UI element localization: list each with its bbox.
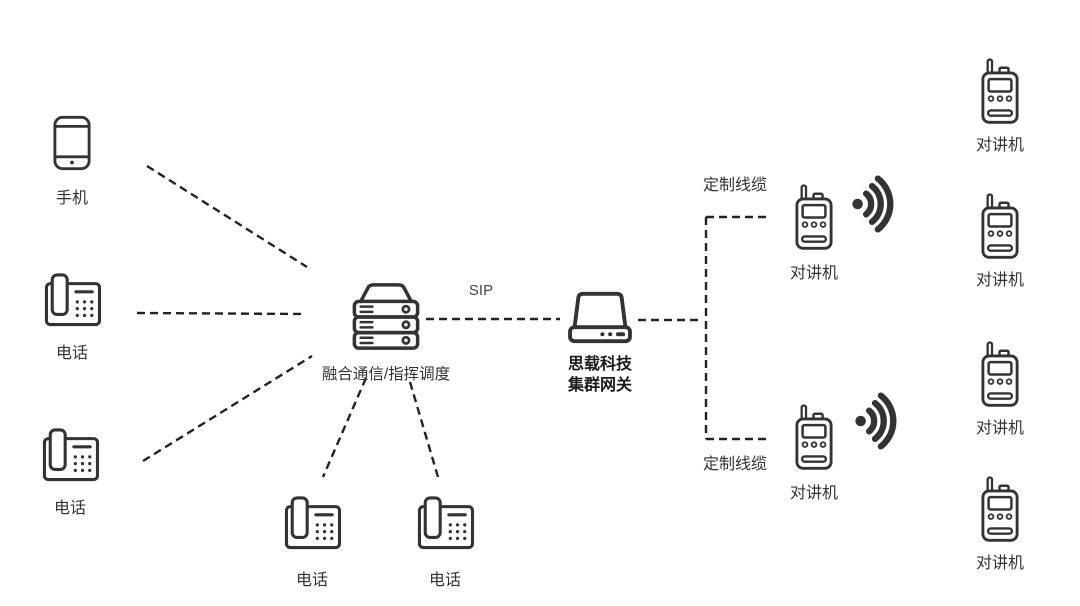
end-walkie-3-label: 对讲机 — [975, 420, 1024, 437]
left-phone-2-node: 电话 — [38, 428, 102, 518]
walkie-talkie-icon — [981, 476, 1019, 542]
server-icon — [352, 283, 420, 350]
end-walkie-4-node: 对讲机 — [970, 475, 1030, 573]
left-phone-2-label: 电话 — [53, 500, 86, 517]
end-walkie-2-label: 对讲机 — [975, 272, 1024, 289]
mobile-label: 手机 — [55, 190, 88, 207]
desk-phone-icon — [44, 273, 102, 327]
walkie-talkie-icon — [981, 193, 1019, 259]
wireless-signal-icon — [852, 385, 910, 457]
custom-cable-label-top: 定制线缆 — [703, 177, 768, 194]
link-mobile-server — [146, 164, 308, 269]
end-walkie-2-node: 对讲机 — [970, 192, 1030, 290]
custom-cable-label-bottom: 定制线缆 — [703, 456, 768, 473]
bottom-phone-1-label: 电话 — [295, 572, 328, 589]
gateway-subtitle: 集群网关 — [567, 377, 632, 394]
link-server-bottom-phone1 — [321, 377, 368, 478]
sip-link-label: SIP — [468, 282, 494, 299]
desk-phone-icon — [42, 428, 100, 482]
left-phone-1-node: 电话 — [40, 273, 104, 363]
smartphone-icon — [53, 115, 91, 171]
bottom-phone-1-node: 电话 — [280, 496, 344, 590]
gateway-node: 思载科技 集群网关 — [560, 289, 640, 396]
bottom-phone-2-label: 电话 — [428, 572, 461, 589]
walkie-talkie-icon — [981, 341, 1019, 407]
relay-walkie-bottom-node: 对讲机 — [784, 403, 844, 503]
gateway-title-block: 思载科技 集群网关 — [568, 354, 632, 396]
walkie-talkie-icon — [981, 58, 1019, 124]
server-label: 融合通信/指挥调度 — [321, 366, 451, 383]
desk-phone-icon — [417, 496, 475, 550]
mobile-node: 手机 — [40, 114, 104, 208]
relay-walkie-top-node: 对讲机 — [784, 183, 844, 283]
gateway-icon — [568, 291, 632, 344]
end-walkie-4-label: 对讲机 — [975, 555, 1024, 572]
link-server-bottom-phone2 — [408, 381, 440, 478]
wireless-signal-icon — [849, 168, 907, 240]
end-walkie-3-node: 对讲机 — [970, 340, 1030, 438]
walkie-talkie-icon — [795, 404, 833, 470]
link-phone1-server — [136, 311, 306, 316]
gateway-title: 思载科技 — [567, 356, 632, 373]
relay-walkie-top-label: 对讲机 — [789, 265, 838, 282]
link-phone2-server — [142, 354, 313, 463]
server-node: 融合通信/指挥调度 — [316, 281, 456, 384]
end-walkie-1-label: 对讲机 — [975, 137, 1024, 154]
relay-walkie-bottom-label: 对讲机 — [789, 485, 838, 502]
desk-phone-icon — [284, 496, 342, 550]
walkie-talkie-icon — [795, 184, 833, 250]
end-walkie-1-node: 对讲机 — [970, 57, 1030, 155]
left-phone-1-label: 电话 — [55, 345, 88, 362]
bottom-phone-2-node: 电话 — [413, 496, 477, 590]
